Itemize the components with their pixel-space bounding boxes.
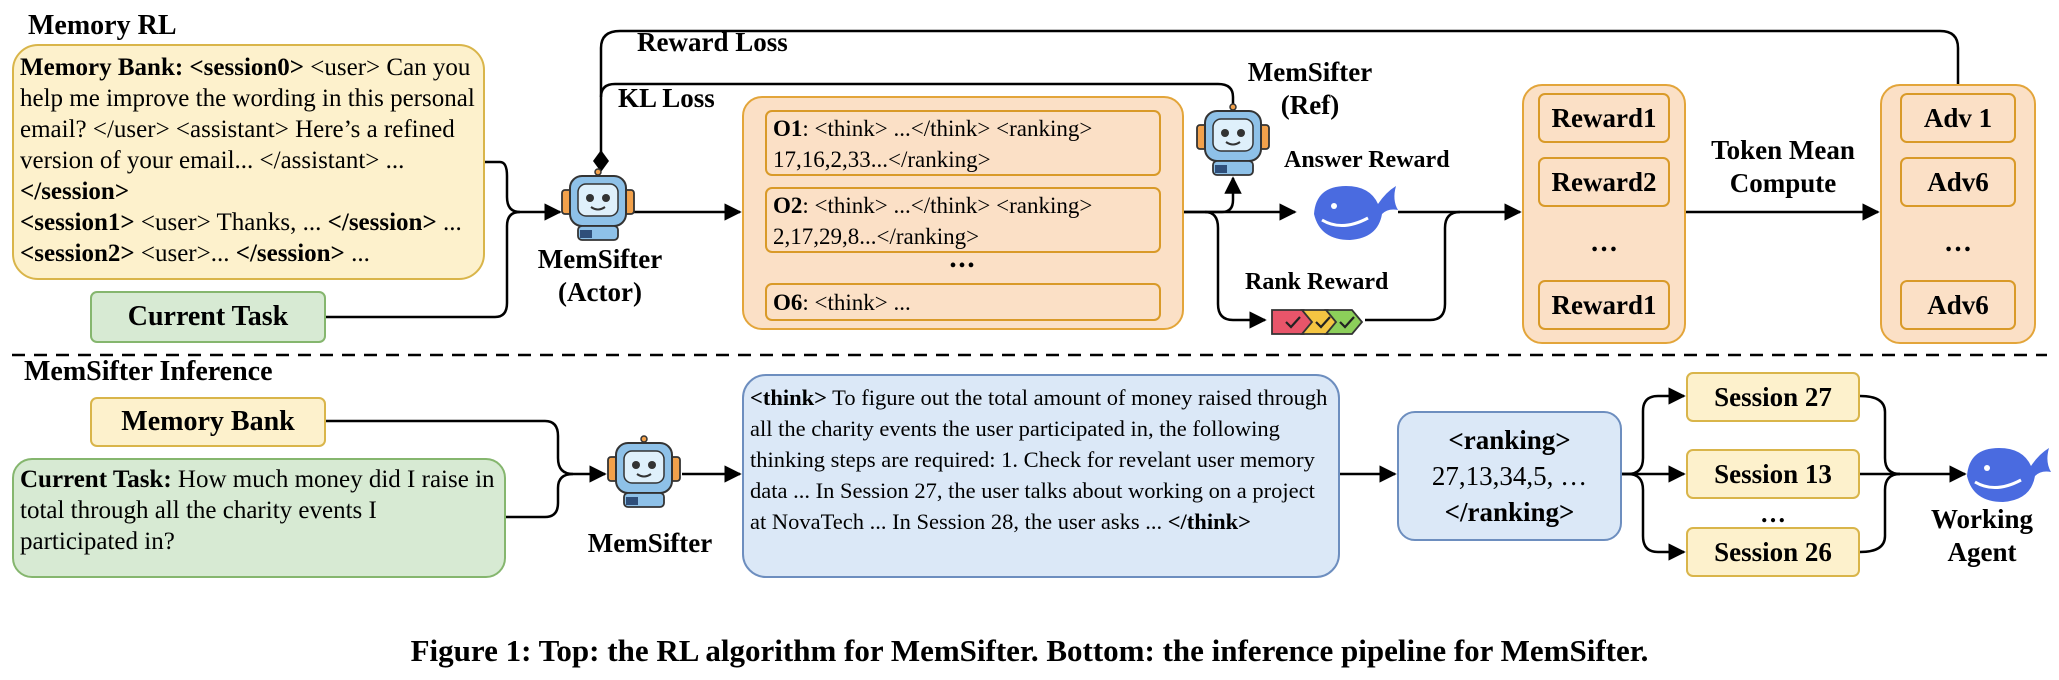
adv-item-1: Adv 1	[1900, 93, 2016, 143]
arrow-bmembank-sifter	[325, 419, 607, 483]
output-o1-id: O1	[773, 116, 803, 141]
output-o1-text: : <think> ...</think> <ranking> 17,16,2,…	[773, 116, 1093, 172]
arrow-s26-agent	[1859, 472, 1901, 554]
output-o1: O1: <think> ...</think> <ranking> 17,16,…	[765, 110, 1161, 176]
ref-label-line1: MemSifter	[1247, 57, 1373, 87]
session2-text: <user>...	[134, 240, 236, 267]
ref-label: MemSifter (Ref)	[1230, 56, 1390, 122]
inference-title: MemSifter Inference	[24, 356, 273, 387]
session2-tail: ...	[344, 240, 370, 267]
session2-end: </session>	[235, 240, 345, 267]
session1-tag: <session1>	[20, 209, 135, 236]
think-open-tag: <think>	[750, 385, 827, 410]
arrow-rank-rewards	[1365, 210, 1461, 322]
output-o6-id: O6	[773, 290, 803, 315]
arrow-membank-actor	[485, 160, 562, 221]
session1-end: </session>	[327, 209, 437, 236]
inference-task-label: Current Task:	[20, 466, 172, 493]
arrow-ranking-s27	[1622, 387, 1686, 476]
diamond-marker	[593, 150, 609, 172]
reward-item-last: Reward1	[1538, 280, 1670, 330]
session0-end: </session>	[20, 178, 130, 205]
reward-item-2: Reward2	[1538, 157, 1670, 207]
actor-label: MemSifter (Actor)	[515, 243, 685, 309]
ranking-close-tag: </ranking>	[1444, 497, 1575, 527]
outputs-ellipsis: •••	[949, 254, 977, 277]
adv-ellipsis: …	[1944, 227, 1972, 258]
whale-answer-icon	[1314, 186, 1398, 240]
memory-bank-box: Memory Bank: <session0> <user> Can you h…	[12, 44, 485, 280]
session-13-box: Session 13	[1686, 449, 1860, 499]
reward-item-1: Reward1	[1538, 93, 1670, 143]
output-o2-text: : <think> ...</think> <ranking> 2,17,29,…	[773, 193, 1093, 249]
arrow-s27-agent	[1859, 394, 1901, 476]
token-mean-label: Token Mean Compute	[1688, 134, 1878, 200]
arrow-btask-sifter	[505, 472, 574, 519]
ranking-open-tag: <ranking>	[1448, 425, 1571, 455]
output-o6: O6: <think> ...	[765, 283, 1161, 321]
current-task-box: Current Task	[90, 291, 326, 343]
inference-task-box: Current Task: How much money did I raise…	[12, 458, 506, 578]
arrow-ranking-s26	[1622, 472, 1686, 561]
adv-item-last: Adv6	[1900, 280, 2016, 330]
kl-loss-label: KL Loss	[618, 83, 715, 113]
arrow-outputs-rank	[1204, 210, 1267, 329]
memsifter-actor-icon	[561, 168, 635, 241]
actor-label-line1: MemSifter	[537, 244, 663, 274]
working-agent-line2: Agent	[1947, 537, 2017, 567]
output-o2-id: O2	[773, 193, 803, 218]
reward-ellipsis: …	[1590, 227, 1618, 258]
ranking-values: 27,13,34,5, …	[1431, 461, 1588, 491]
session2-tag: <session2>	[20, 240, 135, 267]
working-agent-line1: Working	[1930, 504, 2034, 534]
session0-tag: <session0>	[189, 54, 305, 81]
kl-loss-line	[599, 82, 1235, 118]
think-close-tag: </think>	[1167, 509, 1251, 534]
ref-label-line2: (Ref)	[1280, 90, 1340, 120]
token-mean-line1: Token Mean	[1711, 135, 1855, 165]
think-box: <think> To figure out the total amount o…	[742, 374, 1340, 578]
sessions-ellipsis: …	[1760, 499, 1786, 528]
adv-item-2: Adv6	[1900, 157, 2016, 207]
rank-reward-check-icon	[1271, 309, 1364, 335]
session-26-box: Session 26	[1686, 527, 1860, 577]
output-o6-text: : <think> ...	[802, 290, 911, 315]
rank-reward-label: Rank Reward	[1245, 269, 1389, 295]
working-agent-label: Working Agent	[1912, 503, 2052, 569]
actor-label-line2: (Actor)	[558, 277, 642, 307]
arrow-task-actor	[325, 210, 521, 319]
memory-rl-title: Memory RL	[28, 10, 177, 41]
think-text: To figure out the total amount of money …	[750, 385, 1328, 534]
inference-task-text: How much money did I raise in total thro…	[20, 466, 495, 555]
inference-sifter-label: MemSifter	[587, 528, 713, 558]
whale-agent-icon	[1967, 448, 2051, 502]
session1-text: <user> Thanks, ...	[134, 209, 328, 236]
token-mean-line2: Compute	[1729, 168, 1837, 198]
output-o2: O2: <think> ...</think> <ranking> 2,17,2…	[765, 187, 1161, 253]
figure-caption: Figure 1: Top: the RL algorithm for MemS…	[410, 633, 1649, 668]
memsifter-inference-icon	[607, 435, 681, 508]
arrow-outputs-ref	[1183, 176, 1242, 214]
answer-reward-label: Answer Reward	[1284, 147, 1450, 173]
session1-tail: ...	[436, 209, 462, 236]
memory-bank-label: Memory Bank:	[20, 54, 184, 81]
memsifter-ref-icon	[1196, 103, 1270, 176]
inference-memory-bank-box: Memory Bank	[90, 397, 326, 447]
reward-loss-line	[599, 29, 1960, 165]
ranking-box: <ranking> 27,13,34,5, … </ranking>	[1397, 411, 1622, 541]
session0-text: <user> Can you help me improve the wordi…	[20, 54, 475, 174]
reward-loss-label: Reward Loss	[637, 27, 788, 57]
session-27-box: Session 27	[1686, 372, 1860, 422]
